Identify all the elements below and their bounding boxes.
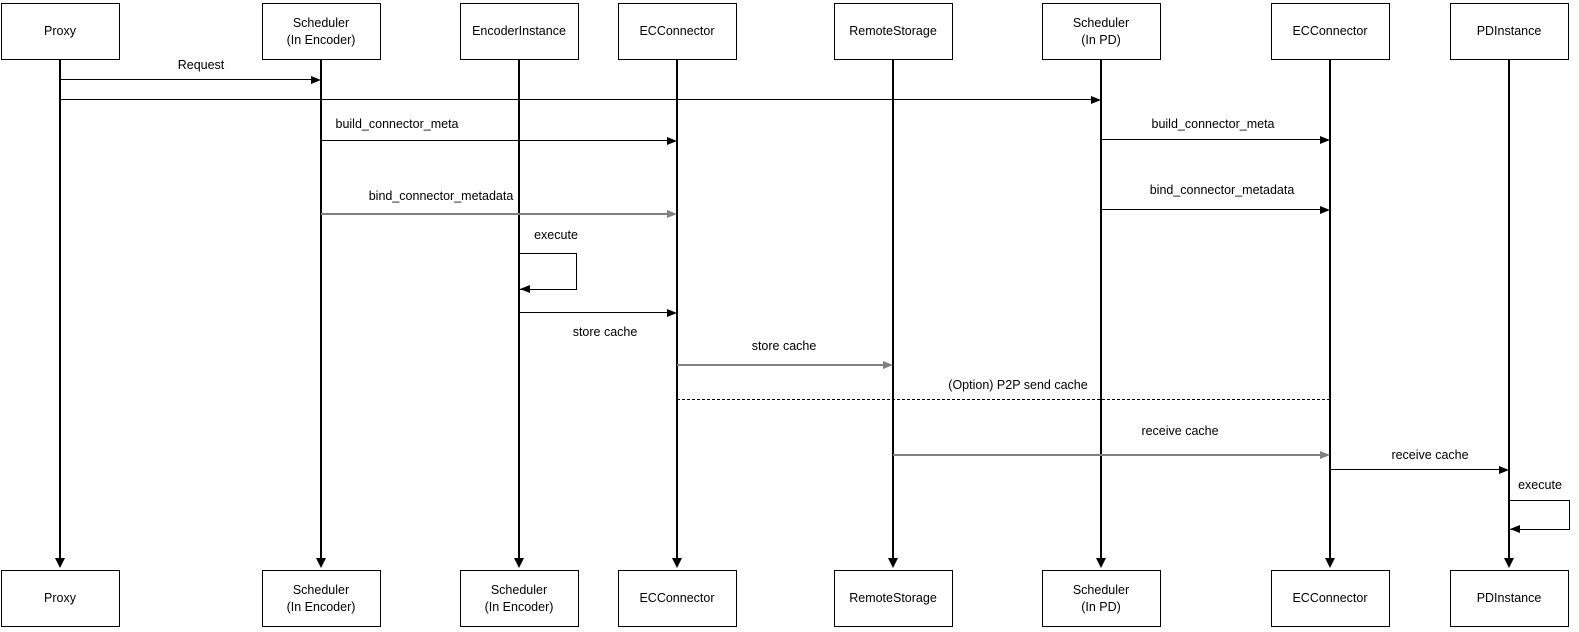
message-arrowhead-receive-cache-from-remote [1320, 450, 1330, 459]
lifeline-arrowhead-down-proxy [55, 558, 65, 568]
actor-top-box-encoder-instance: EncoderInstance [459, 3, 579, 60]
message-arrowhead-request [311, 75, 321, 84]
message-label-p2p-send-cache: (Option) P2P send cache [948, 378, 1088, 392]
message-label-store-cache-to-remote: store cache [751, 339, 817, 353]
lifeline-arrowhead-down-encoder-instance [514, 558, 524, 568]
message-arrowhead-bind-connector-metadata-encoder [667, 209, 677, 218]
actor-top-box-proxy: Proxy [0, 3, 120, 60]
message-line-p2p-send-cache [677, 399, 1330, 401]
message-arrowhead-receive-cache-to-pdinstance [1499, 465, 1509, 474]
message-label-receive-cache-from-remote: receive cache [1141, 424, 1219, 438]
lifeline-arrowhead-down-ec-connector-pd [1325, 558, 1335, 568]
message-label-build-connector-meta-encoder: build_connector_meta [335, 117, 459, 131]
message-arrowhead-store-cache-to-remote [883, 360, 893, 369]
message-label-bind-connector-metadata-encoder: bind_connector_metadata [368, 189, 514, 203]
lifeline-scheduler-in-pd [1100, 60, 1102, 558]
lifeline-pd-instance [1508, 60, 1510, 558]
actor-bottom-box-ec-connector-encoder: ECConnector [617, 570, 737, 627]
actor-top-box-pd-instance: PDInstance [1449, 3, 1569, 60]
actor-top-box-scheduler-in-pd: Scheduler (In PD) [1041, 3, 1161, 60]
self-loop-execute-encoder-instance [519, 253, 577, 290]
lifeline-remote-storage [892, 60, 894, 558]
message-arrowhead-build-connector-meta-pd [1320, 135, 1330, 144]
actor-bottom-box-proxy: Proxy [0, 570, 120, 627]
message-line-build-connector-meta-pd [1101, 139, 1321, 141]
lifeline-proxy [59, 60, 61, 558]
lifeline-scheduler-in-encoder [320, 60, 322, 558]
actor-top-box-remote-storage: RemoteStorage [833, 3, 953, 60]
message-line-bind-connector-metadata-pd [1101, 209, 1321, 211]
actor-top-box-ec-connector-encoder: ECConnector [617, 3, 737, 60]
message-line-store-cache-to-remote [677, 364, 884, 366]
message-line-receive-cache-to-pdinstance [1330, 469, 1500, 471]
lifeline-arrowhead-down-ec-connector-encoder [672, 558, 682, 568]
actor-bottom-box-scheduler-in-pd: Scheduler (In PD) [1041, 570, 1161, 627]
actor-bottom-box-encoder-instance: Scheduler (In Encoder) [459, 570, 579, 627]
lifeline-encoder-instance [518, 60, 520, 558]
message-arrowhead-build-connector-meta-encoder [667, 136, 677, 145]
lifeline-arrowhead-down-scheduler-in-pd [1096, 558, 1106, 568]
actor-top-box-ec-connector-pd: ECConnector [1270, 3, 1390, 60]
lifeline-ec-connector-pd [1329, 60, 1331, 558]
message-line-request [60, 79, 312, 81]
self-loop-arrowhead-execute-pd-instance [1510, 524, 1520, 533]
self-loop-execute-pd-instance [1509, 500, 1570, 530]
message-line-request-forward [60, 99, 1092, 101]
lifeline-arrowhead-down-remote-storage [888, 558, 898, 568]
message-label-receive-cache-to-pdinstance: receive cache [1391, 448, 1469, 462]
self-loop-label-execute-encoder-instance: execute [534, 228, 578, 242]
message-line-bind-connector-metadata-encoder [321, 213, 668, 215]
actor-bottom-box-pd-instance: PDInstance [1449, 570, 1569, 627]
message-arrowhead-store-cache-to-connector [667, 308, 677, 317]
message-label-bind-connector-metadata-pd: bind_connector_metadata [1149, 183, 1295, 197]
message-label-store-cache-to-connector: store cache [572, 325, 638, 339]
actor-bottom-box-scheduler-in-encoder: Scheduler (In Encoder) [261, 570, 381, 627]
actor-bottom-box-remote-storage: RemoteStorage [833, 570, 953, 627]
message-label-build-connector-meta-pd: build_connector_meta [1151, 117, 1275, 131]
message-line-receive-cache-from-remote [893, 454, 1321, 456]
self-loop-arrowhead-execute-encoder-instance [520, 284, 530, 293]
message-line-store-cache-to-connector [519, 312, 668, 314]
message-line-build-connector-meta-encoder [321, 140, 668, 142]
self-loop-label-execute-pd-instance: execute [1518, 478, 1562, 492]
message-label-request: Request [177, 58, 225, 72]
actor-top-box-scheduler-in-encoder: Scheduler (In Encoder) [261, 3, 381, 60]
lifeline-arrowhead-down-pd-instance [1504, 558, 1514, 568]
actor-bottom-box-ec-connector-pd: ECConnector [1270, 570, 1390, 627]
lifeline-arrowhead-down-scheduler-in-encoder [316, 558, 326, 568]
message-arrowhead-request-forward [1091, 95, 1101, 104]
message-arrowhead-bind-connector-metadata-pd [1320, 205, 1330, 214]
